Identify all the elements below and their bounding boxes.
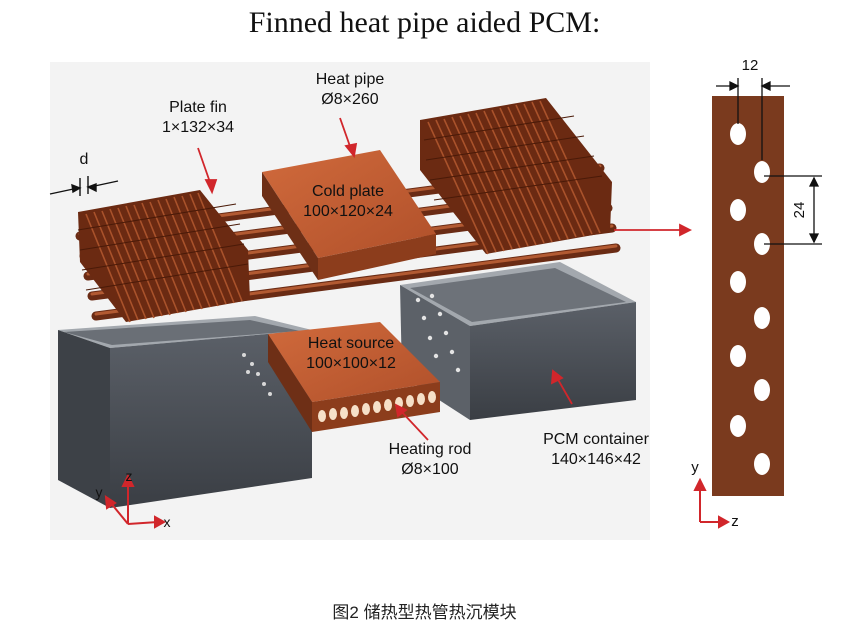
fin-stack-left xyxy=(77,190,250,323)
axis-z-label: z xyxy=(125,468,133,484)
callout-arrows xyxy=(197,117,693,441)
fin-section-view xyxy=(693,78,822,529)
heat-source-block xyxy=(268,322,440,432)
heating-rod-dimensions: Ø8×100 xyxy=(401,461,459,478)
axis-y-label: y xyxy=(95,484,103,500)
plate-fin-dimensions: 1×132×34 xyxy=(161,119,235,136)
axis-x-label: x xyxy=(163,514,171,530)
fin-stack-right xyxy=(420,98,612,255)
figure-caption: 图2 储热型热管热沉模块 xyxy=(332,603,517,622)
label-pcm-container: PCM container 140×146×42 xyxy=(534,430,658,470)
pcm-container-name: PCM container xyxy=(543,431,649,448)
section-axis-y-label: y xyxy=(691,459,699,476)
axis-triad-3d xyxy=(104,473,167,529)
label-fin-gap-d: d xyxy=(79,151,89,168)
heat-source-dimensions: 100×100×12 xyxy=(306,355,396,372)
section-axis-z-label: z xyxy=(731,513,739,530)
figure-title: Finned heat pipe aided PCM: xyxy=(248,6,601,39)
cold-plate xyxy=(262,150,436,280)
label-plate-fin: Plate fin 1×132×34 xyxy=(150,98,246,138)
label-heat-source: Heat source 100×100×12 xyxy=(296,334,406,374)
heat-pipe-name: Heat pipe xyxy=(315,71,385,88)
label-pitch-12: 12 xyxy=(741,57,759,74)
label-heat-pipe: Heat pipe Ø8×260 xyxy=(300,70,400,110)
pcm-container-left xyxy=(58,316,312,508)
label-pitch-24: 24 xyxy=(791,201,808,219)
pcm-container-right xyxy=(400,262,636,420)
label-heating-rod: Heating rod Ø8×100 xyxy=(380,440,480,480)
cold-plate-name: Cold plate xyxy=(311,183,385,200)
heat-pipe-dimensions: Ø8×260 xyxy=(321,91,379,108)
heat-source-name: Heat source xyxy=(307,335,395,352)
cold-plate-dimensions: 100×120×24 xyxy=(303,203,393,220)
fin-gap-dimension xyxy=(49,176,119,196)
plate-fin-name: Plate fin xyxy=(169,99,227,116)
heating-rod-name: Heating rod xyxy=(388,441,472,458)
pcm-container-dimensions: 140×146×42 xyxy=(551,451,641,468)
label-cold-plate: Cold plate 100×120×24 xyxy=(288,182,408,222)
